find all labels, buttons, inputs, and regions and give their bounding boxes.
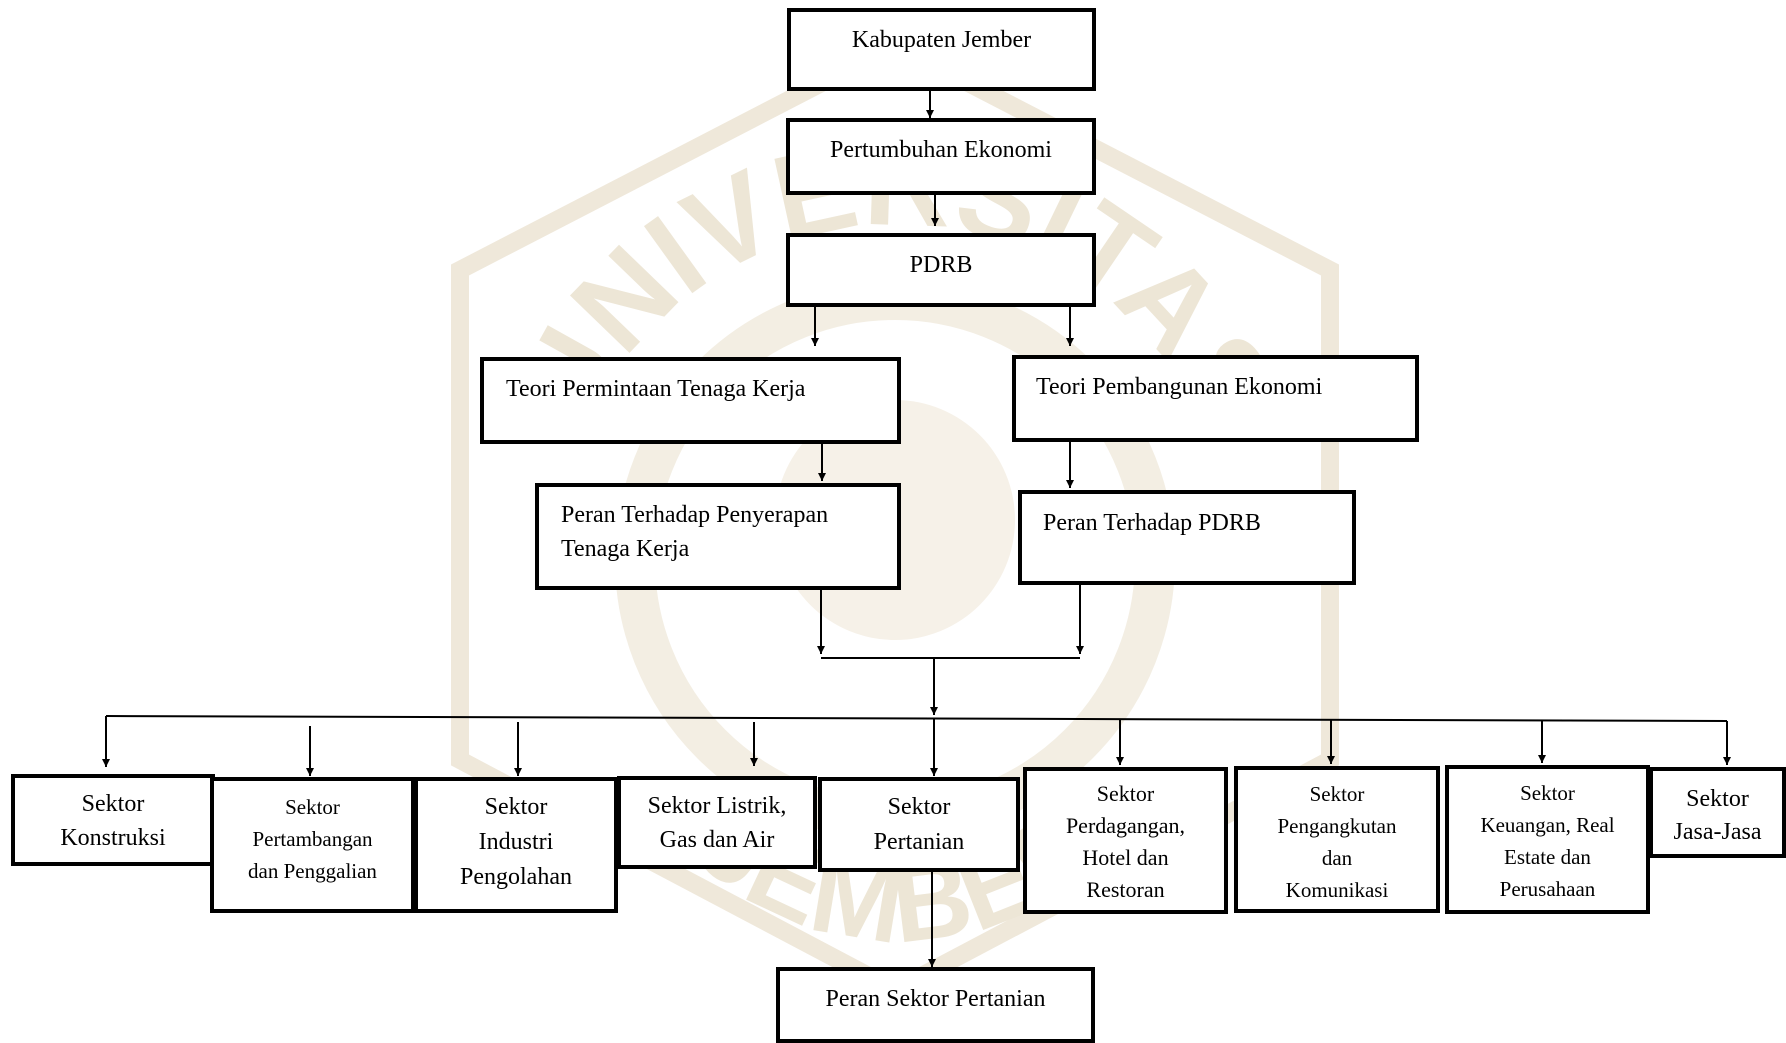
node-peran-sektor-pertanian-label: Peran Sektor Pertanian bbox=[825, 986, 1046, 1012]
sector-pengangkutan: Sektor Pengangkutan dan Komunikasi bbox=[1234, 766, 1440, 913]
sector-pertambangan-line2: Pertambangan bbox=[252, 827, 373, 851]
sector-listrik-line2: Gas dan Air bbox=[659, 827, 775, 853]
node-teori-permintaan: Teori Permintaan Tenaga Kerja bbox=[480, 357, 901, 444]
node-peran-pdrb: Peran Terhadap PDRB bbox=[1018, 490, 1356, 585]
sector-keuangan-line2: Keuangan, Real bbox=[1480, 813, 1615, 837]
sector-konstruksi-line1: Sektor bbox=[81, 791, 145, 817]
sector-perdagangan-line3: Hotel dan bbox=[1082, 845, 1169, 870]
sector-listrik-line1: Sektor Listrik, bbox=[647, 793, 787, 819]
node-kabupaten-jember: Kabupaten Jember bbox=[787, 8, 1096, 91]
sector-perdagangan-line2: Perdagangan, bbox=[1065, 813, 1186, 838]
node-peran-sektor-pertanian: Peran Sektor Pertanian bbox=[776, 967, 1095, 1043]
sector-keuangan: Sektor Keuangan, Real Estate dan Perusah… bbox=[1445, 765, 1650, 914]
sector-keuangan-line1: Sektor bbox=[1520, 781, 1575, 805]
sector-pertambangan-line1: Sektor bbox=[285, 795, 340, 819]
sector-bus-line bbox=[105, 715, 1728, 722]
node-pdrb: PDRB bbox=[786, 233, 1096, 307]
node-peran-pdrb-label: Peran Terhadap PDRB bbox=[1043, 510, 1261, 536]
node-peran-penyerapan-line2: Tenaga Kerja bbox=[561, 536, 690, 562]
sector-jasa: Sektor Jasa-Jasa bbox=[1649, 767, 1786, 858]
sector-konstruksi: Sektor Konstruksi bbox=[11, 774, 215, 866]
node-teori-pembangunan-label: Teori Pembangunan Ekonomi bbox=[1036, 374, 1323, 400]
sector-perdagangan-line1: Sektor bbox=[1096, 781, 1155, 806]
sector-konstruksi-line2: Konstruksi bbox=[60, 825, 166, 851]
sector-perdagangan: Sektor Perdagangan, Hotel dan Restoran bbox=[1023, 767, 1228, 914]
sector-industri-line2: Industri bbox=[478, 829, 554, 855]
sector-pertanian: Sektor Pertanian bbox=[818, 777, 1020, 872]
node-kabupaten-label: Kabupaten Jember bbox=[851, 27, 1032, 53]
sector-pengangkutan-line3: dan bbox=[1321, 846, 1353, 870]
sector-perdagangan-line4: Restoran bbox=[1086, 877, 1165, 902]
node-teori-pembangunan: Teori Pembangunan Ekonomi bbox=[1012, 355, 1419, 442]
sector-pengangkutan-line1: Sektor bbox=[1309, 782, 1365, 806]
sector-pertanian-line1: Sektor bbox=[887, 794, 951, 820]
sector-pertambangan: Sektor Pertambangan dan Penggalian bbox=[210, 777, 415, 913]
sector-listrik: Sektor Listrik, Gas dan Air bbox=[617, 776, 817, 869]
sector-jasa-line2: Jasa-Jasa bbox=[1673, 819, 1762, 845]
node-peran-penyerapan: Peran Terhadap Penyerapan Tenaga Kerja bbox=[535, 483, 901, 590]
sector-pengangkutan-line2: Pengangkutan bbox=[1277, 814, 1397, 838]
sector-pengangkutan-line4: Komunikasi bbox=[1285, 878, 1389, 902]
sector-industri-line3: Pengolahan bbox=[460, 864, 572, 890]
sector-keuangan-line3: Estate dan bbox=[1504, 845, 1591, 869]
sector-pertambangan-line3: dan Penggalian bbox=[248, 859, 377, 883]
node-pertumbuhan-label: Pertumbuhan Ekonomi bbox=[830, 137, 1052, 163]
node-pertumbuhan-ekonomi: Pertumbuhan Ekonomi bbox=[786, 118, 1096, 195]
sector-jasa-line1: Sektor bbox=[1686, 786, 1749, 812]
sector-industri: Sektor Industri Pengolahan bbox=[414, 777, 618, 913]
node-peran-penyerapan-line1: Peran Terhadap Penyerapan bbox=[561, 502, 829, 528]
node-pdrb-label: PDRB bbox=[909, 252, 973, 278]
sector-pertanian-line2: Pertanian bbox=[873, 829, 965, 855]
sector-keuangan-line4: Perusahaan bbox=[1499, 877, 1596, 901]
node-teori-permintaan-label: Teori Permintaan Tenaga Kerja bbox=[506, 376, 806, 402]
sector-industri-line1: Sektor bbox=[484, 794, 548, 820]
